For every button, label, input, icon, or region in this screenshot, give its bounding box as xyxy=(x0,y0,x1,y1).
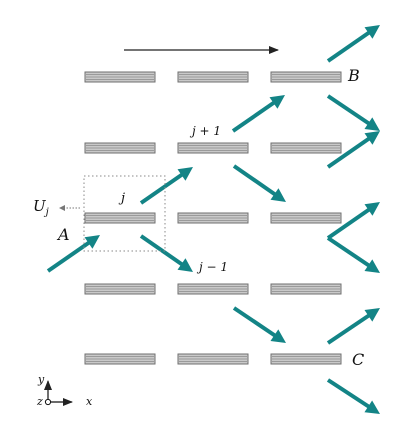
teal-arrow-5 xyxy=(231,95,285,133)
teal-arrow-9 xyxy=(326,236,380,273)
plate-r2-c0 xyxy=(84,212,156,224)
plate-r1-c0 xyxy=(84,142,156,154)
teal-arrow-12 xyxy=(326,25,380,63)
label-j: j xyxy=(118,191,125,206)
plate-r0-c1 xyxy=(177,71,249,83)
plate-r0-c0 xyxy=(84,71,156,83)
control-volume-box xyxy=(83,175,166,252)
plate-r4-c1 xyxy=(177,353,249,365)
teal-arrow-10 xyxy=(326,308,380,345)
label-a: A xyxy=(56,225,70,244)
plate-r3-c0 xyxy=(84,283,156,295)
teal-arrow-11 xyxy=(326,378,380,414)
teal-arrow-6 xyxy=(326,94,380,131)
label-b: B xyxy=(347,66,360,85)
teal-arrows xyxy=(46,25,380,414)
axis-label-y: y xyxy=(37,373,45,386)
axis-label-x: x xyxy=(86,395,93,408)
label-c: C xyxy=(352,350,364,369)
plate-r2-c2 xyxy=(270,212,342,224)
plate-r3-c1 xyxy=(177,283,249,295)
plate-r4-c2 xyxy=(270,353,342,365)
teal-arrow-1 xyxy=(139,167,193,205)
label-uj: Uj xyxy=(33,197,49,218)
z-axis-circle xyxy=(44,398,52,406)
teal-arrow-4 xyxy=(232,306,286,343)
plate-r0-c2 xyxy=(270,71,342,83)
plate-r2-c1 xyxy=(177,212,249,224)
teal-arrow-0 xyxy=(46,235,100,273)
teal-arrow-7 xyxy=(326,131,380,169)
plate-r3-c2 xyxy=(270,283,342,295)
plate-r1-c1 xyxy=(177,142,249,154)
label-j-minus-1: j − 1 xyxy=(196,260,228,274)
label-j-plus-1: j + 1 xyxy=(189,124,221,138)
teal-arrow-8 xyxy=(326,202,380,240)
blade-plates xyxy=(84,71,342,365)
plate-r1-c2 xyxy=(270,142,342,154)
axis-label-z: z xyxy=(36,395,43,408)
teal-arrow-2 xyxy=(139,234,193,272)
axes-triad: y x z xyxy=(36,373,93,408)
teal-arrow-3 xyxy=(232,164,286,202)
plate-r4-c0 xyxy=(84,353,156,365)
